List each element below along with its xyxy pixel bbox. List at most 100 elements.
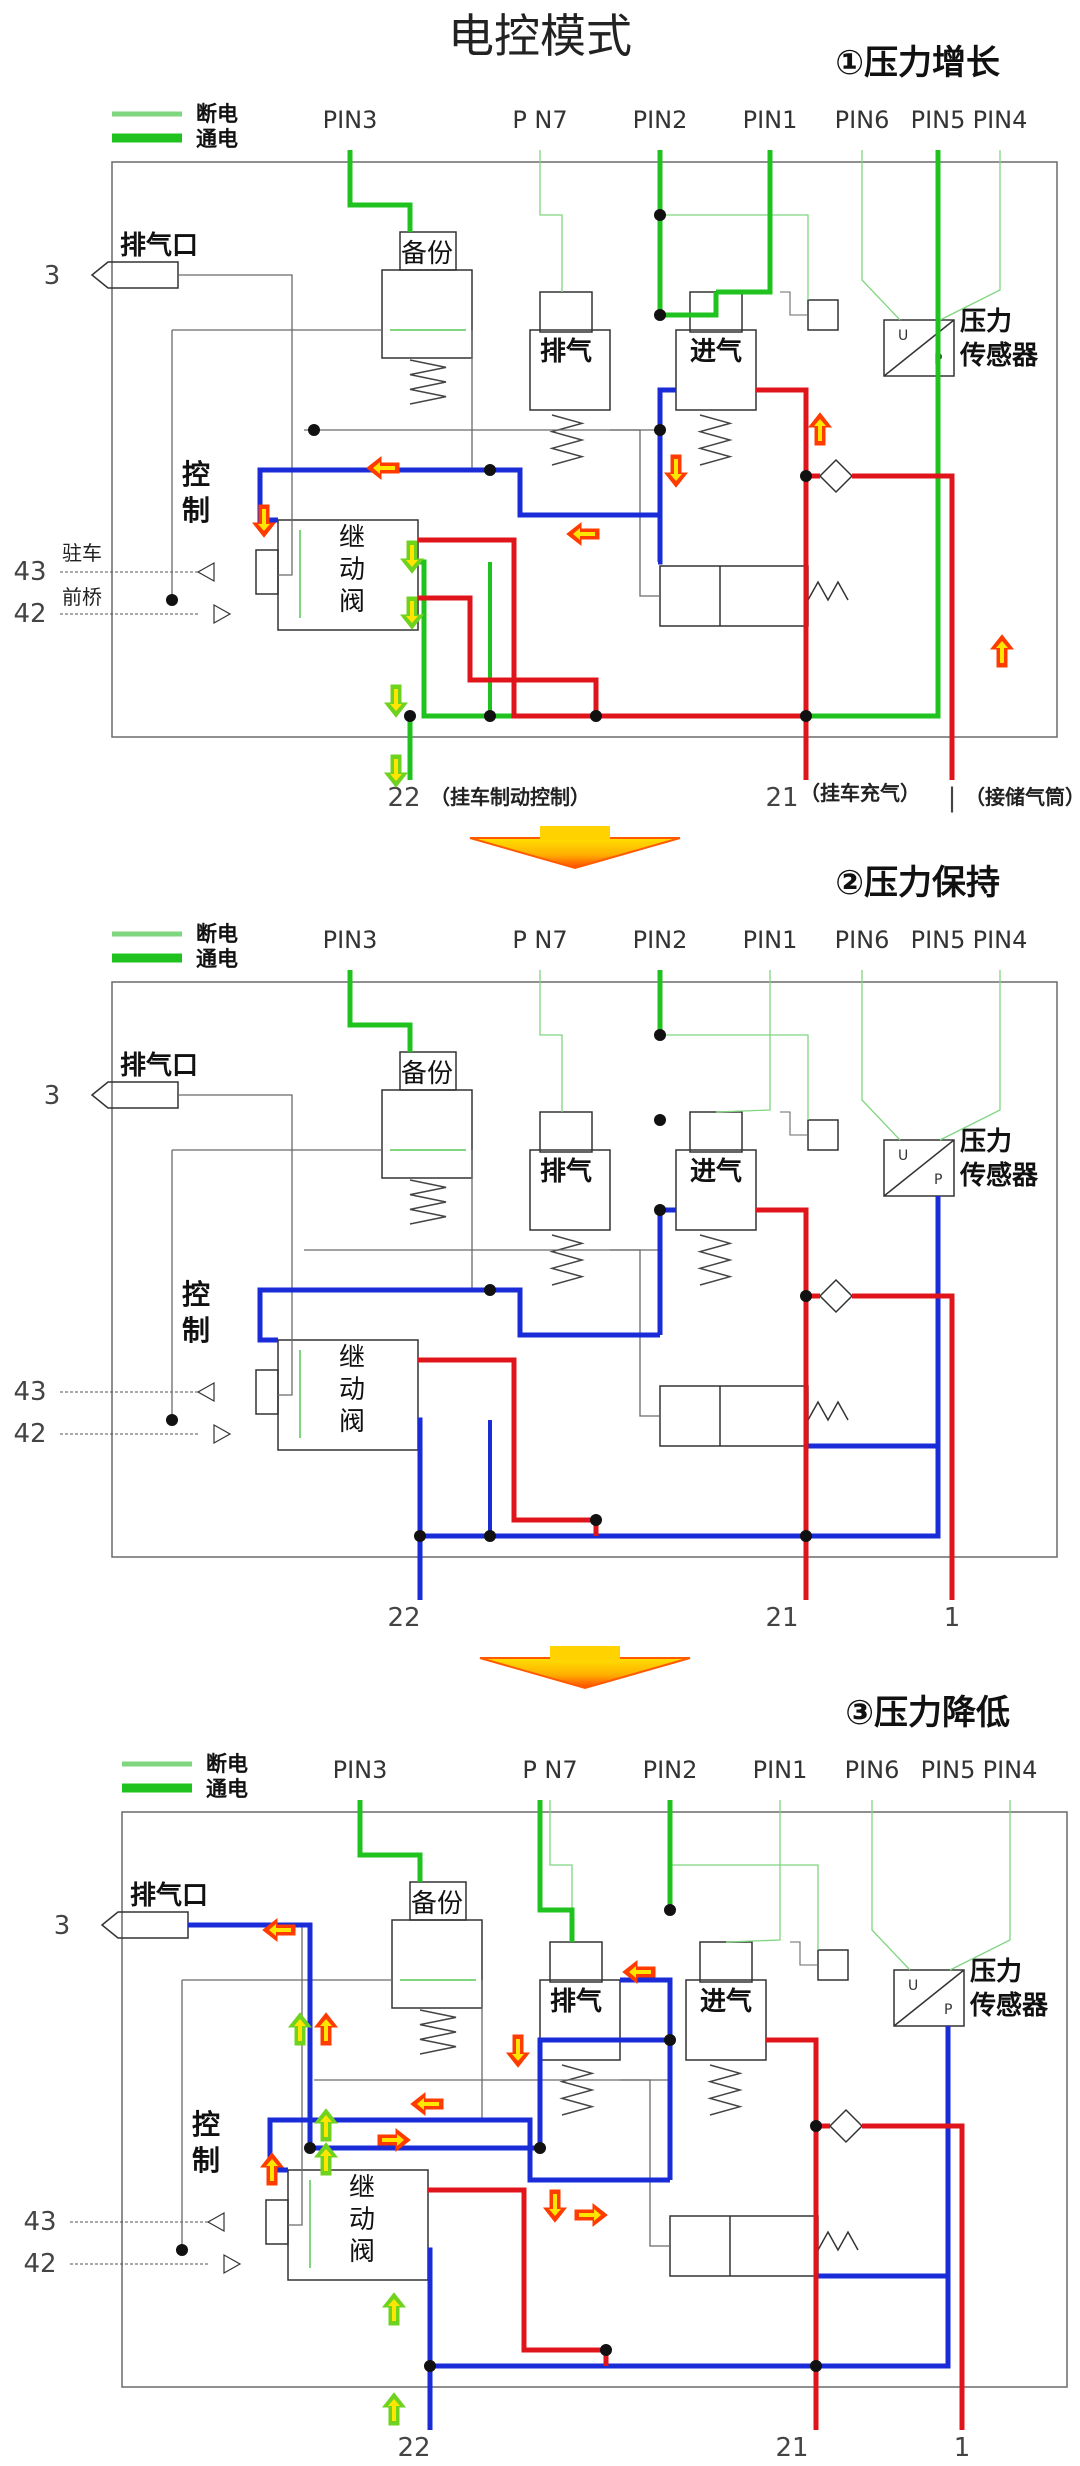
- pin-label-pin4: PIN4: [973, 926, 1028, 954]
- relay-label-2: 动: [349, 2205, 375, 2235]
- junction-dot: [654, 424, 666, 436]
- pin1-wire-off: [725, 1800, 781, 1943]
- control-label-2: 制: [192, 2144, 220, 2177]
- relay-valve-piston: [255, 1369, 279, 1415]
- port-42-triangle: [213, 603, 232, 625]
- wire-exhaust: [178, 274, 293, 576]
- pressure-sensor-label-2: 传感器: [959, 341, 1039, 371]
- backup-valve-head: [409, 1881, 467, 1921]
- flow-arrow-up-icon: [989, 634, 1015, 668]
- pin-label-pin2: PIN2: [633, 106, 688, 134]
- exhaust-valve-body: [529, 329, 611, 411]
- exhaust-valve-head: [539, 1111, 593, 1153]
- sensor-p-mark: P: [934, 1172, 942, 1188]
- pin4-wire: [939, 970, 1001, 1141]
- arrow-core: [320, 2115, 332, 2137]
- modulator-body: [659, 1385, 809, 1447]
- port-21-label: 21: [775, 2433, 808, 2463]
- legend-off-label: 断电: [196, 922, 238, 946]
- exhaust-valve-label: 排气: [540, 1156, 592, 1187]
- intake-valve-head: [689, 1111, 743, 1153]
- arrow-core: [320, 2149, 332, 2171]
- pressure-sensor-label-2: 传感器: [959, 1161, 1039, 1191]
- legend-off-label: 断电: [206, 1752, 248, 1776]
- pin-label-pin4: PIN4: [983, 1756, 1038, 1784]
- relay-label-1: 继: [339, 1343, 365, 1373]
- pin1-wire-off: [715, 150, 771, 293]
- arrow-core: [670, 459, 682, 481]
- port-43-label: 43: [13, 557, 46, 587]
- sensor-u-mark: U: [898, 328, 908, 344]
- junction-dot: [484, 1284, 496, 1296]
- junction-dot: [424, 2360, 436, 2372]
- exhaust-port-icon: [90, 1081, 179, 1109]
- intake-spring-icon: [707, 2064, 743, 2116]
- wire-filter: [780, 1111, 808, 1136]
- junction-dot: [414, 1530, 426, 1542]
- flow-arrow-down-green-icon: [383, 684, 409, 718]
- check-valve-icon: [818, 458, 854, 494]
- pressure-sensor-box: [883, 1139, 955, 1197]
- backup-label: 备份: [401, 1059, 453, 1089]
- wire-exhaust: [178, 1094, 293, 1396]
- junction-dot: [304, 2142, 316, 2154]
- pin7-energized: [537, 1800, 575, 1942]
- junction-dot: [654, 1114, 666, 1126]
- pin6-wire: [871, 1800, 911, 1971]
- blue-sensor: [818, 2026, 951, 2279]
- backup-spring-icon: [419, 2009, 457, 2055]
- flow-arrow-up-green-icon: [313, 2142, 339, 2176]
- junction-dot: [590, 1514, 602, 1526]
- intake-valve-body: [685, 1979, 767, 2061]
- arrow-core: [382, 2134, 404, 2146]
- arrow-core: [573, 528, 595, 540]
- pin6-wire: [861, 970, 901, 1141]
- red-storage: [852, 1293, 955, 1600]
- port-1-label: |: [948, 783, 957, 813]
- blue-bottom: [417, 1417, 941, 1539]
- blue-vertical: [657, 1207, 676, 1335]
- intake-valve-label: 进气: [690, 1156, 742, 1187]
- exhaust-spring-icon: [549, 1234, 585, 1286]
- junction-dot: [810, 2360, 822, 2372]
- relay-valve-piston: [255, 549, 279, 595]
- exhaust-port-label: 排气口: [130, 1880, 208, 1911]
- modulator-body: [669, 2215, 819, 2277]
- pin-label-pin1: PIN1: [743, 106, 798, 134]
- port-21-label: 21: [765, 1603, 798, 1633]
- red-supply-vertical: [756, 387, 809, 716]
- flow-arrow-left-icon: [566, 521, 600, 547]
- flow-arrow-left-icon: [410, 2091, 444, 2117]
- pin3-energized: [347, 150, 413, 232]
- arrow-core: [406, 601, 418, 623]
- arrow-core: [390, 759, 402, 781]
- junction-dot: [654, 309, 666, 321]
- flow-arrow-down-green-icon: [399, 540, 425, 574]
- sensor-p-mark: P: [944, 2002, 952, 2018]
- pin4-wire: [949, 1800, 1011, 1971]
- port-42-label: 42: [23, 2249, 56, 2279]
- port-1-label: 1: [954, 2433, 971, 2463]
- intake-valve-label: 进气: [690, 336, 742, 367]
- exhaust-valve-label: 排气: [550, 1986, 602, 2017]
- blue-control: [257, 1287, 660, 1343]
- port-22-desc: （挂车制动控制）: [430, 785, 590, 809]
- flow-arrow-up-green-icon: [381, 2292, 407, 2326]
- pin3-energized: [347, 970, 413, 1052]
- arrow-core: [406, 545, 418, 567]
- wire-filter: [780, 291, 808, 316]
- flow-arrow-down-icon: [251, 504, 277, 538]
- pin-label-pin6: PIN6: [835, 106, 890, 134]
- modulator-spring-icon: [807, 1400, 849, 1422]
- blue-exhaust-path: [310, 1977, 673, 2151]
- junction-dot: [308, 424, 320, 436]
- blue-to-exhaust: [188, 1922, 313, 2148]
- arrow-core: [629, 1966, 651, 1978]
- valve-housing: [111, 981, 1058, 1558]
- sensor-u-mark: U: [908, 1978, 918, 1994]
- port-1-desc: （接储气筒）: [965, 785, 1080, 809]
- parking-label: 驻车: [62, 541, 102, 565]
